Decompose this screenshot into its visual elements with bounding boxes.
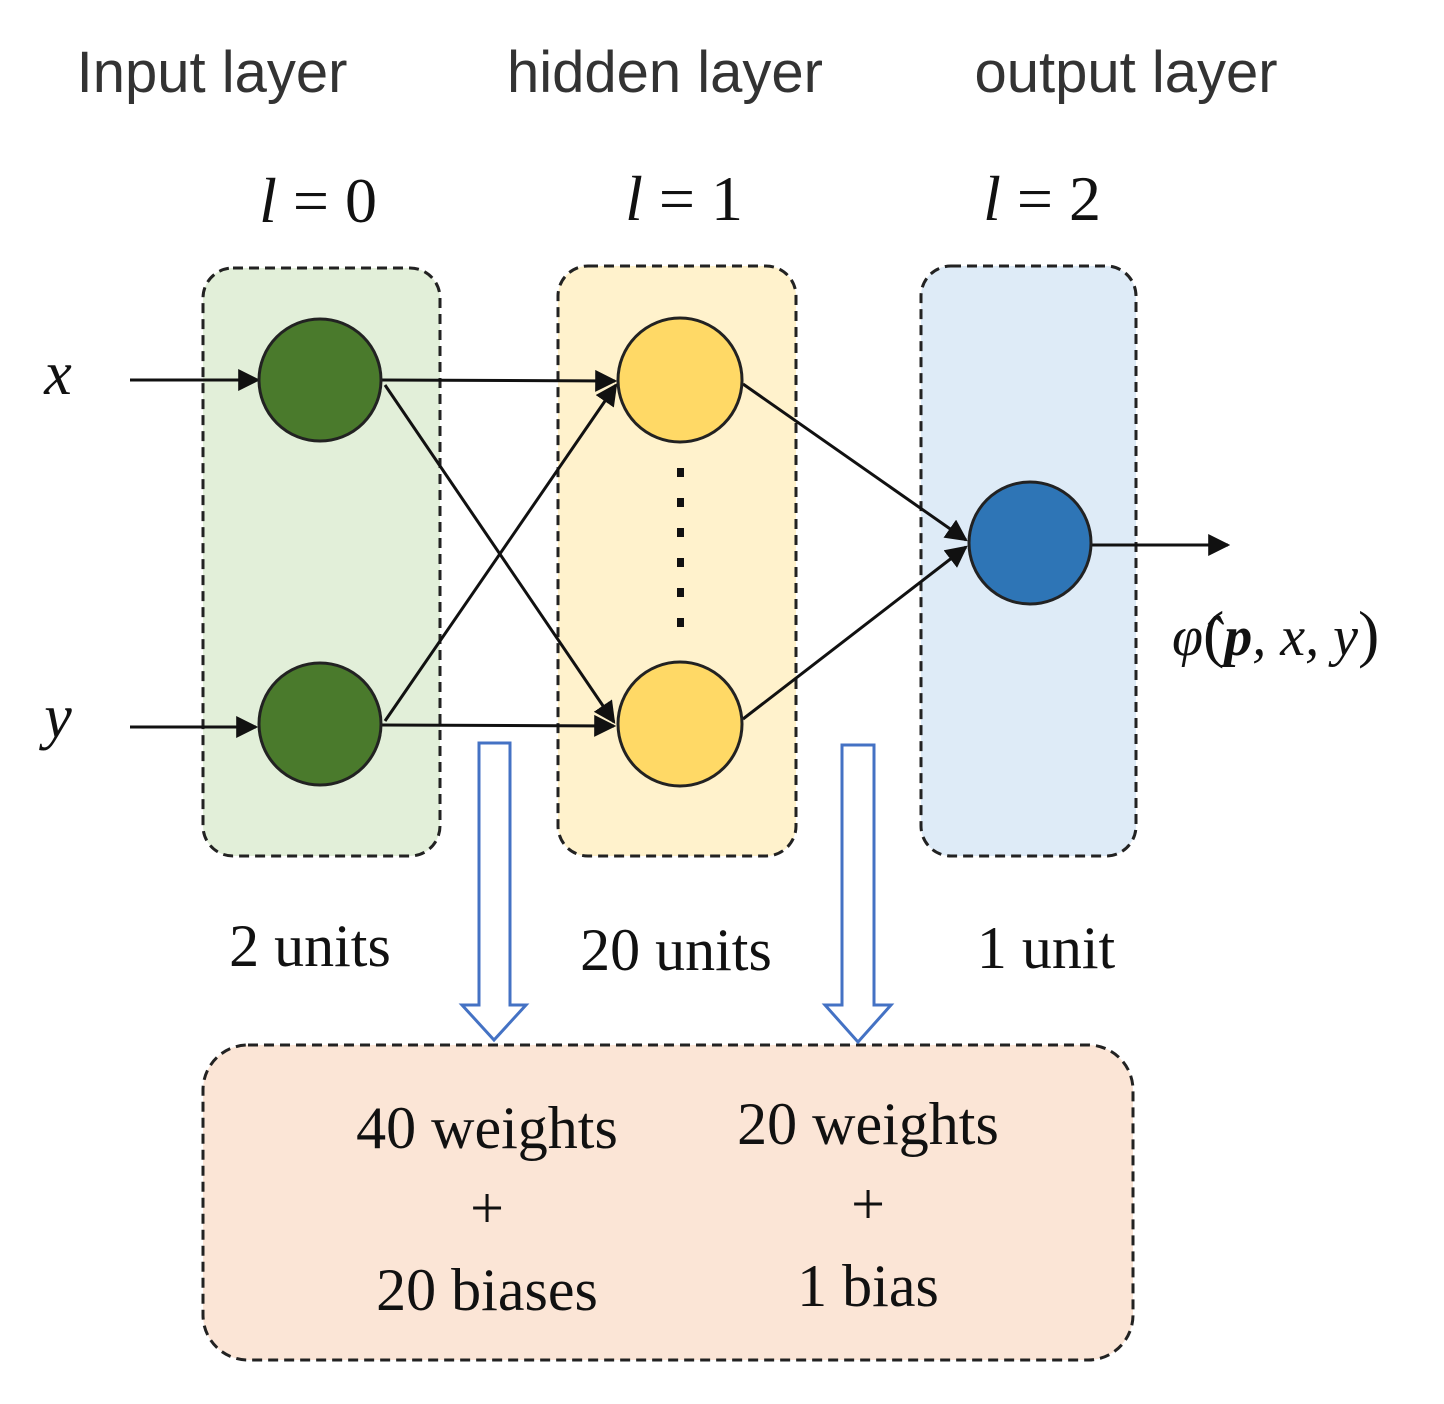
hidden-params-flow-arrow (458, 741, 530, 1043)
output-biases-label: 1 bias (797, 1253, 939, 1319)
hidden-weights-label: 40 weights (356, 1095, 618, 1161)
hidden-biases-label: 20 biases (376, 1257, 598, 1323)
hidden-neuron-last (616, 660, 744, 788)
edge-h1-out (742, 382, 968, 542)
edge-y-h1 (383, 383, 618, 722)
input-x-label: x (43, 340, 72, 408)
hidden-layer-index: l = 1 (625, 163, 743, 234)
input-units-label: 2 units (229, 913, 391, 979)
hidden-layer-heading: hidden layer (507, 40, 823, 105)
output-plus-sign: + (851, 1171, 885, 1237)
output-units-label: 1 unit (977, 915, 1116, 981)
output-neuron (967, 480, 1093, 606)
input-neuron-x (257, 317, 383, 443)
input-neuron-y (257, 661, 383, 787)
output-params-flow-arrow (821, 743, 895, 1045)
edge-hn-out (742, 545, 968, 721)
output-layer-heading: output layer (974, 40, 1277, 105)
parameters-box (201, 1043, 1135, 1362)
output-weights-label: 20 weights (737, 1091, 999, 1157)
hidden-neuron-first (616, 316, 744, 444)
output-layer-index: l = 2 (983, 163, 1101, 234)
hidden-plus-sign: + (470, 1175, 504, 1241)
edge-x-h1 (381, 369, 618, 392)
edge-y-hn (381, 714, 617, 737)
input-layer-heading: Input layer (77, 40, 348, 105)
input-y-label: y (38, 683, 72, 751)
input-layer-index: l = 0 (259, 165, 377, 236)
output-function-label: φ̂(p, x, y) (1172, 598, 1379, 669)
hidden-ellipsis (677, 468, 684, 627)
hidden-units-label: 20 units (580, 917, 772, 983)
